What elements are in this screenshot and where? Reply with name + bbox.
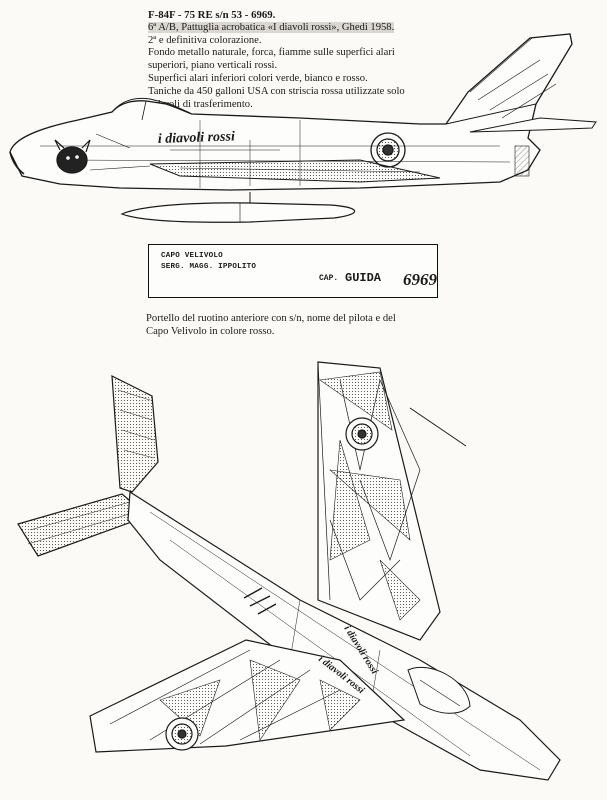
profile-roundel (370, 132, 406, 168)
profile-fuselage (9, 33, 573, 191)
profile-fin-flame (469, 37, 557, 119)
plan-pitot (409, 407, 467, 447)
profile-intake (9, 151, 25, 175)
plate-crew-chief-name: SERG. MAGG. IPPOLITO (161, 263, 257, 271)
plan-view-drawing (17, 361, 561, 781)
caption-colors-line-2: superiori, piano verticali rossi. (148, 60, 278, 72)
plate-note: Portello del ruotino anteriore con s/n, … (146, 312, 466, 338)
plan-right-roundel (345, 417, 379, 451)
profile-canopy (111, 97, 191, 114)
plate-cap-label: CAP. (319, 274, 339, 283)
caption-unit-line: 6ª A/B, Pattuglia acrobatica «I diavoli … (148, 21, 478, 35)
profile-drop-tank (120, 202, 356, 223)
nose-gear-door-plate: CAPO VELIVOLO SERG. MAGG. IPPOLITO CAP. … (148, 244, 438, 298)
plate-pilot-name: GUIDA (345, 271, 382, 285)
plate-serial-number: 6969 (403, 270, 437, 289)
caption-tanks-line-2: nei voli di trasferimento. (148, 98, 253, 110)
plate-crew-chief-role: CAPO VELIVOLO (161, 252, 223, 260)
side-profile-drawing (9, 33, 597, 223)
caption-scheme-line: 2ª e definitiva colorazione. (148, 34, 262, 46)
caption-lower-wing-line: Superfici alari inferiori colori verde, … (148, 72, 368, 84)
plan-horizontal-tail (17, 493, 150, 557)
profile-wing (149, 159, 441, 183)
plan-canopy (407, 666, 471, 714)
plate-note-line-1: Portello del ruotino anteriore con s/n, … (146, 313, 396, 324)
devil-emblem (54, 139, 91, 174)
caption-title: F-84F - 75 RE s/n 53 - 6969. (148, 9, 276, 21)
plan-left-roundel (165, 717, 199, 751)
plate-note-line-2: Capo Velivolo in colore rosso. (146, 326, 275, 337)
profile-team-script: i diavoli rossi (158, 129, 236, 147)
plan-left-wing (89, 639, 406, 753)
caption-block: F-84F - 75 RE s/n 53 - 6969. 6ª A/B, Pat… (148, 9, 478, 111)
caption-unit-text: 6ª A/B, Pattuglia acrobatica «I diavoli … (148, 21, 395, 33)
caption-colors-line-1: Fondo metallo naturale, forca, fiamme su… (148, 47, 395, 59)
caption-tanks-line-1: Taniche da 450 galloni USA con striscia … (148, 85, 405, 97)
profile-stabilizer (469, 117, 597, 133)
